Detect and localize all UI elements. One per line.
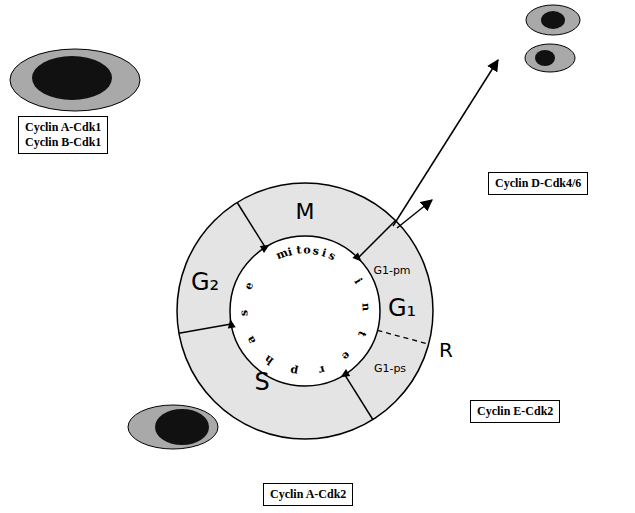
phase-divider (237, 203, 265, 248)
nucleus (541, 11, 565, 29)
complex-box: Cyclin E-Cdk2 (470, 400, 560, 423)
label-letter: t (296, 245, 302, 256)
complex-name: Cyclin E-Cdk2 (477, 404, 553, 419)
phase-label: M (296, 201, 315, 223)
nucleus (32, 56, 112, 100)
daughter-cell (525, 44, 575, 72)
division-arrow (397, 200, 432, 228)
cycle-ring (177, 183, 433, 439)
inner-circle (230, 236, 380, 386)
complex-name: Cyclin B-Cdk1 (25, 135, 101, 150)
cycle-arrowhead (341, 369, 351, 377)
complex-name: Cyclin A-Cdk2 (270, 487, 346, 502)
label-letter: n (360, 302, 372, 311)
phase-label: R (439, 340, 453, 360)
phase-label: S (254, 370, 269, 394)
complex-box: Cyclin D-Cdk4/6 (488, 172, 588, 195)
phase-divider (179, 324, 231, 333)
cell (10, 49, 140, 111)
complex-name: Cyclin A-Cdk1 (25, 120, 101, 135)
division-arrow (393, 60, 498, 226)
cell (128, 405, 218, 449)
complex-name: Cyclin D-Cdk4/6 (495, 176, 581, 191)
complex-box: Cyclin A-Cdk1Cyclin B-Cdk1 (18, 116, 108, 154)
cycle-arrowhead (228, 319, 236, 329)
phase-divider (358, 221, 396, 259)
phase-divider (345, 375, 373, 420)
label-letter: o (303, 244, 311, 255)
daughter-cell (526, 5, 580, 35)
label-letter: s (312, 245, 320, 257)
restriction-point-line (377, 330, 428, 344)
nucleus (155, 409, 209, 445)
complex-box: Cyclin A-Cdk2 (263, 483, 353, 506)
nucleus (535, 50, 555, 66)
cycle-arrowhead (260, 245, 270, 253)
phase-label: G1-pm (373, 265, 410, 276)
phase-label: G1-ps (374, 363, 406, 374)
label-letter: s (238, 310, 249, 317)
phase-label: G₁ (388, 296, 416, 320)
phase-label: G₂ (191, 270, 219, 294)
cycle-arrowhead (352, 252, 361, 261)
